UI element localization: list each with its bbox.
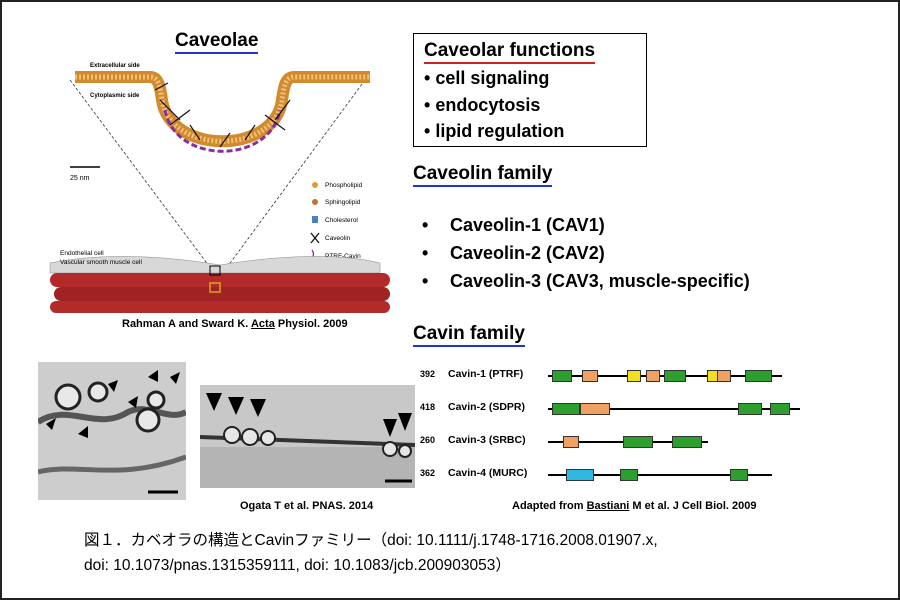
legend-phospholipid: Phospholipid <box>325 182 363 189</box>
function-item: • lipid regulation <box>424 121 565 141</box>
sphingolipid-icon <box>312 199 318 205</box>
bastiani-citation: Adapted from Bastiani M et al. J Cell Bi… <box>512 500 757 512</box>
extracellular-label: Extracellular side <box>90 63 140 69</box>
cytoplasmic-label: Cytoplasmic side <box>90 93 140 99</box>
scale-label: 25 nm <box>70 175 90 182</box>
caveolae-diagram: Extracellular side Cytoplasmic side 25 n… <box>49 63 390 313</box>
phospholipid-icon <box>312 182 318 188</box>
figure-caption-line1: 図１．カベオラの構造とCavinファミリー（doi: 10.1111/j.174… <box>84 532 658 549</box>
caveolin-family-title: Caveolin family <box>413 163 553 187</box>
functions-title: Caveolar functions <box>424 40 596 64</box>
figure-caption-line2: doi: 10.1073/pnas.1315359111, doi: 10.10… <box>84 557 511 574</box>
em-image-1 <box>38 362 186 500</box>
ogata-citation: Ogata T et al. PNAS. 2014 <box>240 500 374 512</box>
legend-caveolin: Caveolin <box>325 235 351 242</box>
legend-ptrf-cavin: PTRF-Cavin <box>325 253 361 260</box>
cholesterol-icon <box>312 216 318 223</box>
function-item: • endocytosis <box>424 95 541 115</box>
legend-sphingolipid: Sphingolipid <box>325 199 361 206</box>
smooth-muscle-label: Vascular smooth muscle cell <box>60 259 142 266</box>
function-item: • cell signaling <box>424 68 550 88</box>
cavin-3-row: 260 Cavin-3 (SRBC) <box>420 431 890 451</box>
em-image-2 <box>200 385 415 488</box>
caveolin-item: •Caveolin-2 (CAV2) <box>422 243 605 263</box>
caveolin-icon <box>310 232 320 244</box>
caveolin-item: •Caveolin-3 (CAV3, muscle-specific) <box>422 271 750 291</box>
caveolin-item: •Caveolin-1 (CAV1) <box>422 215 605 235</box>
functions-box: Caveolar functions • cell signaling • en… <box>413 33 647 147</box>
caveolae-title: Caveolae <box>175 30 259 54</box>
legend-cholesterol: Cholesterol <box>325 217 358 224</box>
cavin-family-title: Cavin family <box>413 323 525 347</box>
cavin-2-row: 418 Cavin-2 (SDPR) <box>420 398 890 418</box>
cavin-4-row: 362 Cavin-4 (MURC) <box>420 464 890 484</box>
cavin-1-row: 392 Cavin-1 (PTRF) <box>420 365 890 385</box>
rahman-citation: Rahman A and Sward K. Acta Physiol. 2009 <box>122 318 348 330</box>
endothelial-label: Endothelial cell <box>60 250 104 257</box>
